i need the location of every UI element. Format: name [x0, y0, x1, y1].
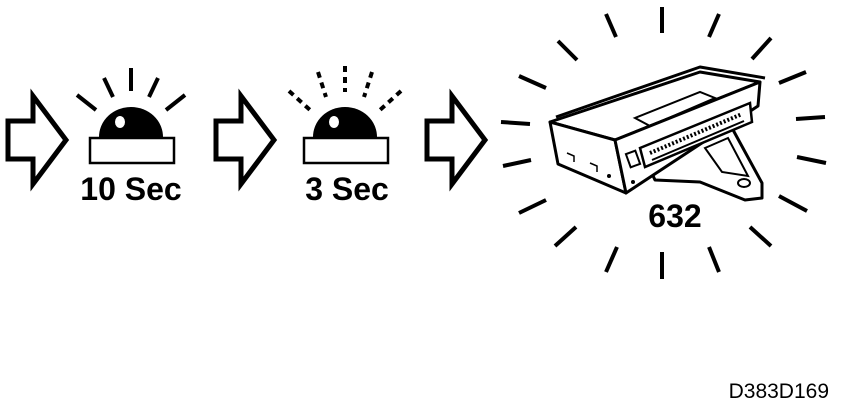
- warning-lamp-dimmed-icon: [287, 66, 403, 165]
- arrow-right-icon: [213, 88, 278, 192]
- control-module-active-icon: [500, 7, 827, 279]
- arrow-right-icon: [424, 88, 489, 192]
- figure-code: D383D169: [729, 380, 829, 403]
- arrow-right-icon: [5, 88, 70, 192]
- step-label-10-sec: 10 Sec: [80, 171, 181, 207]
- module-label: 632: [648, 198, 701, 234]
- step-label-3-sec: 3 Sec: [305, 171, 389, 207]
- warning-lamp-flashing-icon: [75, 68, 187, 165]
